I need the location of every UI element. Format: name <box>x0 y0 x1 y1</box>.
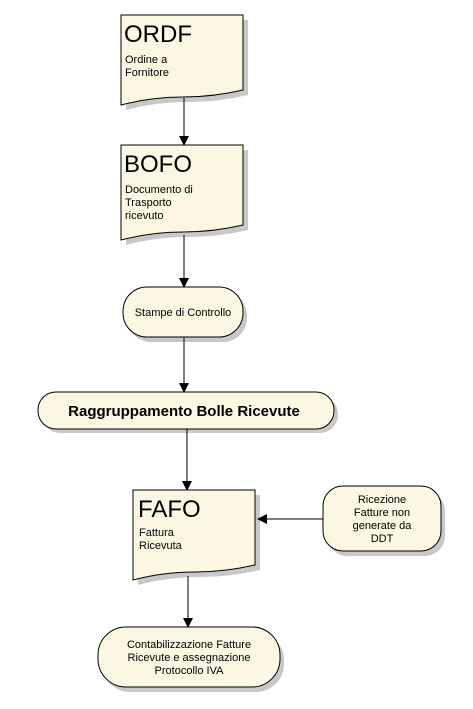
contabilizzazione-line-2: Ricevute e assegnazione <box>128 652 251 664</box>
raggruppamento-process: Raggruppamento Bolle Ricevute <box>37 391 338 433</box>
bofo-code: BOFO <box>124 151 192 178</box>
fafo-desc-line-1: Fattura <box>139 527 175 539</box>
stampe-label: Stampe di Controllo <box>135 307 232 319</box>
ordf-desc-line-2: Fornitore <box>125 67 169 79</box>
ordf-code: ORDF <box>124 21 192 48</box>
bofo-desc-line-1: Documento di <box>125 184 193 196</box>
fafo-desc-line-2: Ricevuta <box>139 540 183 552</box>
ricezione-line-4: DDT <box>371 533 394 545</box>
ricezione-line-3: generate da <box>353 520 413 532</box>
bofo-document: BOFO Documento di Trasporto ricevuto <box>120 144 248 245</box>
bofo-desc-line-3: ricevuto <box>125 210 164 222</box>
contabilizzazione-line-1: Contabilizzazione Fatture <box>127 639 251 651</box>
contabilizzazione-process: Contabilizzazione Fatture Ricevute e ass… <box>97 626 284 692</box>
ordf-document: ORDF Ordine a Fornitore <box>120 14 248 110</box>
contabilizzazione-line-3: Protocollo IVA <box>155 665 225 677</box>
raggruppamento-label: Raggruppamento Bolle Ricevute <box>68 403 300 420</box>
ricezione-line-1: Ricezione <box>358 494 406 506</box>
fafo-document: FAFO Fattura Ricevuta <box>132 489 260 585</box>
stampe-process: Stampe di Controllo <box>122 286 247 342</box>
bofo-desc-line-2: Trasporto <box>125 197 172 209</box>
ricezione-line-2: Fatture non <box>354 507 410 519</box>
fafo-code: FAFO <box>138 496 201 523</box>
ordf-desc-line-1: Ordine a <box>125 54 168 66</box>
ricezione-process: Ricezione Fatture non generate da DDT <box>322 485 445 556</box>
